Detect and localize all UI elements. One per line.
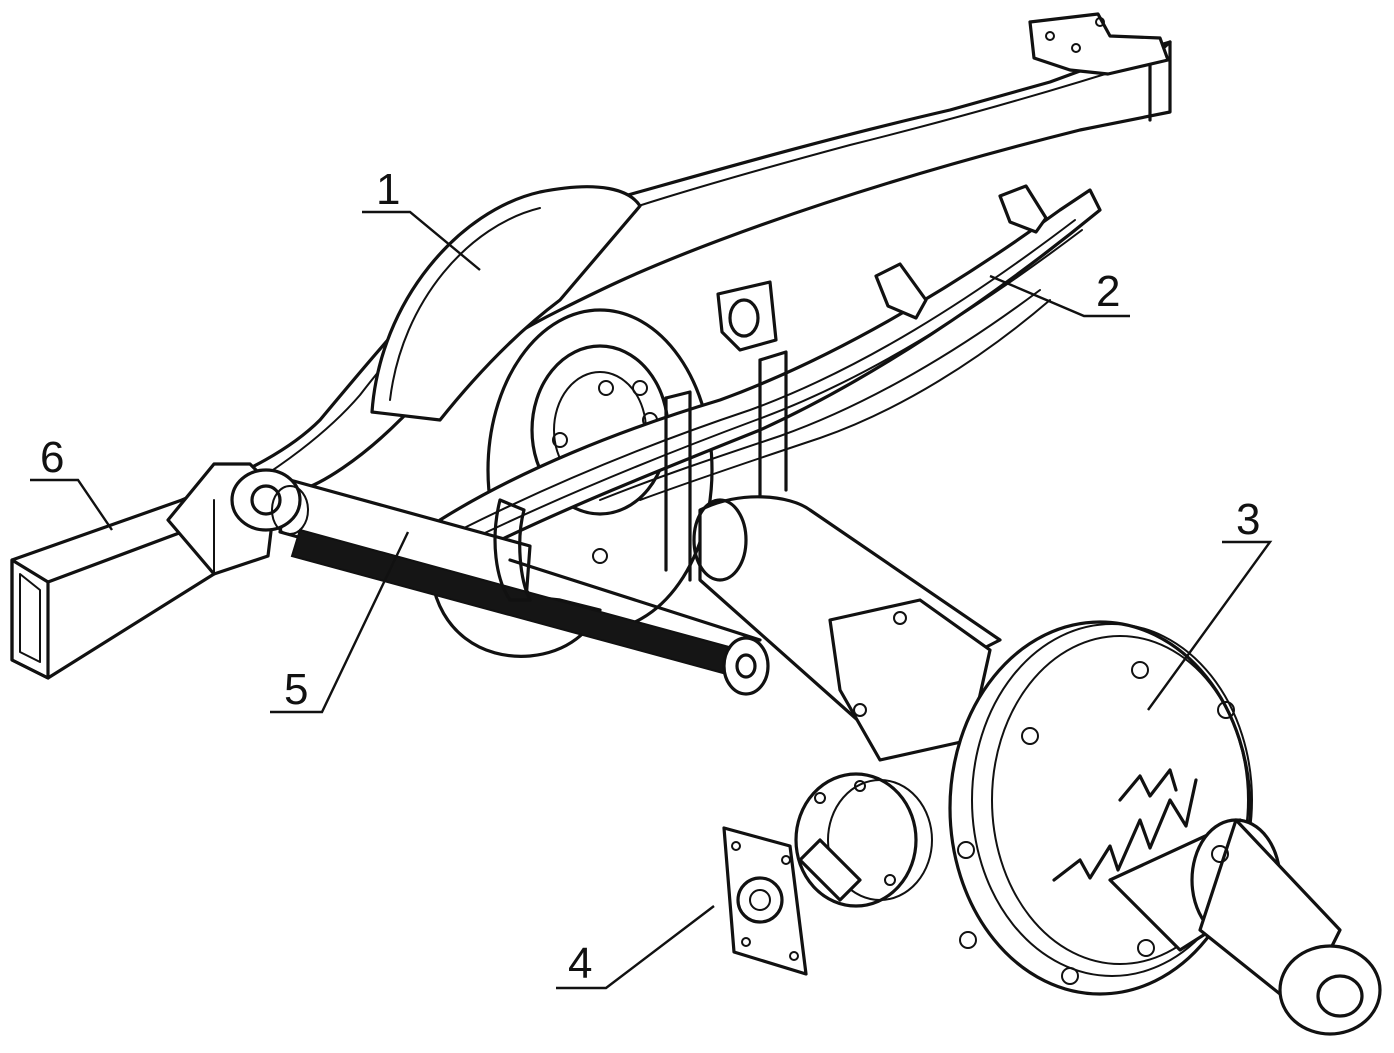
brake-drum-rear [370,185,714,658]
axle-housing [692,495,1002,762]
callout-3: 3 [1236,495,1260,544]
wheel-hub-drum [948,620,1382,1036]
callout-5: 5 [284,665,308,714]
callout-4: 4 [568,939,592,988]
axle-flange [794,772,933,908]
leader-2 [989,274,1130,318]
leader-1 [362,210,481,271]
leader-6 [30,478,113,531]
shock-absorber [230,468,770,696]
leader-4 [556,905,715,990]
mounting-plate [722,826,808,976]
leader-5 [270,531,410,714]
callout-6: 6 [40,433,64,482]
callout-2: 2 [1096,267,1120,316]
callout-leaders [30,210,1273,990]
leaf-spring [438,184,1102,582]
leader-3 [1147,540,1273,711]
callout-1: 1 [376,165,400,214]
